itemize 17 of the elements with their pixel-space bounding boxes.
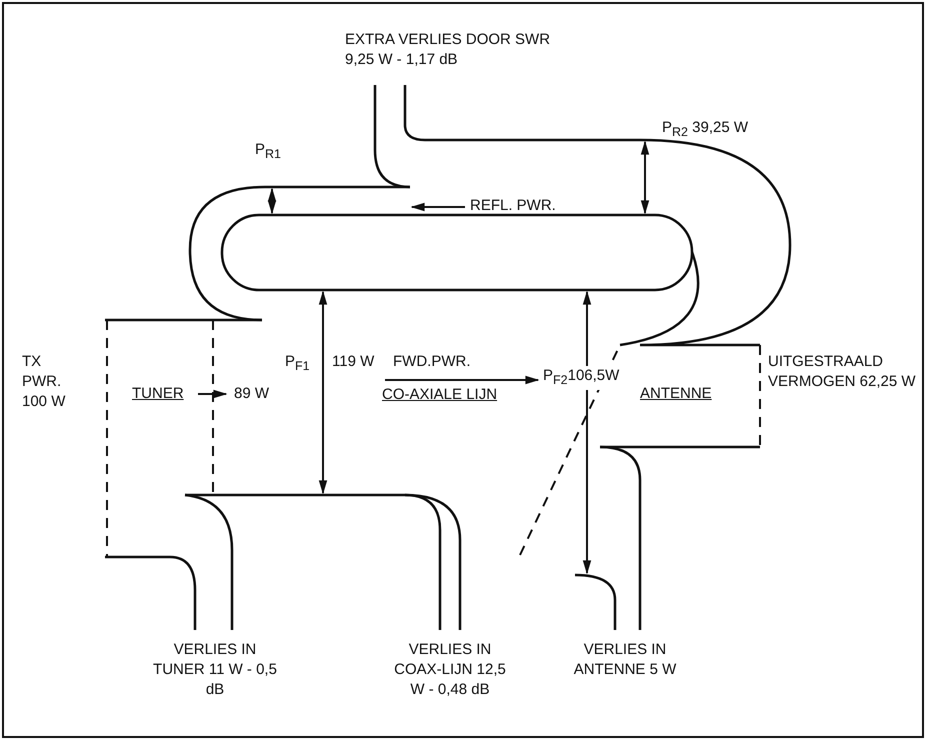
loss-label: VERLIES IN COAX-LIJN 12,5 W - 0,48 dB <box>393 640 507 700</box>
power-value: P$_{F2}$106,5W <box>543 366 620 390</box>
component-label: TUNER <box>132 384 185 404</box>
loss-label: VERLIES IN ANTENNE 5 W <box>572 640 678 680</box>
power-value: P$_{R2}$ 39,25 W <box>662 118 750 141</box>
loss-label: VERLIES IN TUNER 11 W - 0,5 dB <box>152 640 278 700</box>
component-label: ANTENNE <box>640 384 713 404</box>
flow-label: FWD.PWR. <box>393 352 472 372</box>
flow-label: REFL. PWR. <box>470 196 557 216</box>
power-value: 119 W <box>332 352 376 372</box>
power-value: 89 W <box>234 384 270 404</box>
component-label: CO-AXIALE LIJN <box>382 385 498 405</box>
power-symbol: P$_{R1}$ <box>255 140 282 163</box>
annotation-text: TX PWR. 100 W <box>22 352 66 412</box>
power-symbol: P$_{F1}$ <box>285 352 311 375</box>
annotation-text: EXTRA VERLIES DOOR SWR 9,25 W - 1,17 dB <box>345 30 552 70</box>
annotation-text: UITGESTRAALD VERMOGEN 62,25 W <box>768 352 917 392</box>
